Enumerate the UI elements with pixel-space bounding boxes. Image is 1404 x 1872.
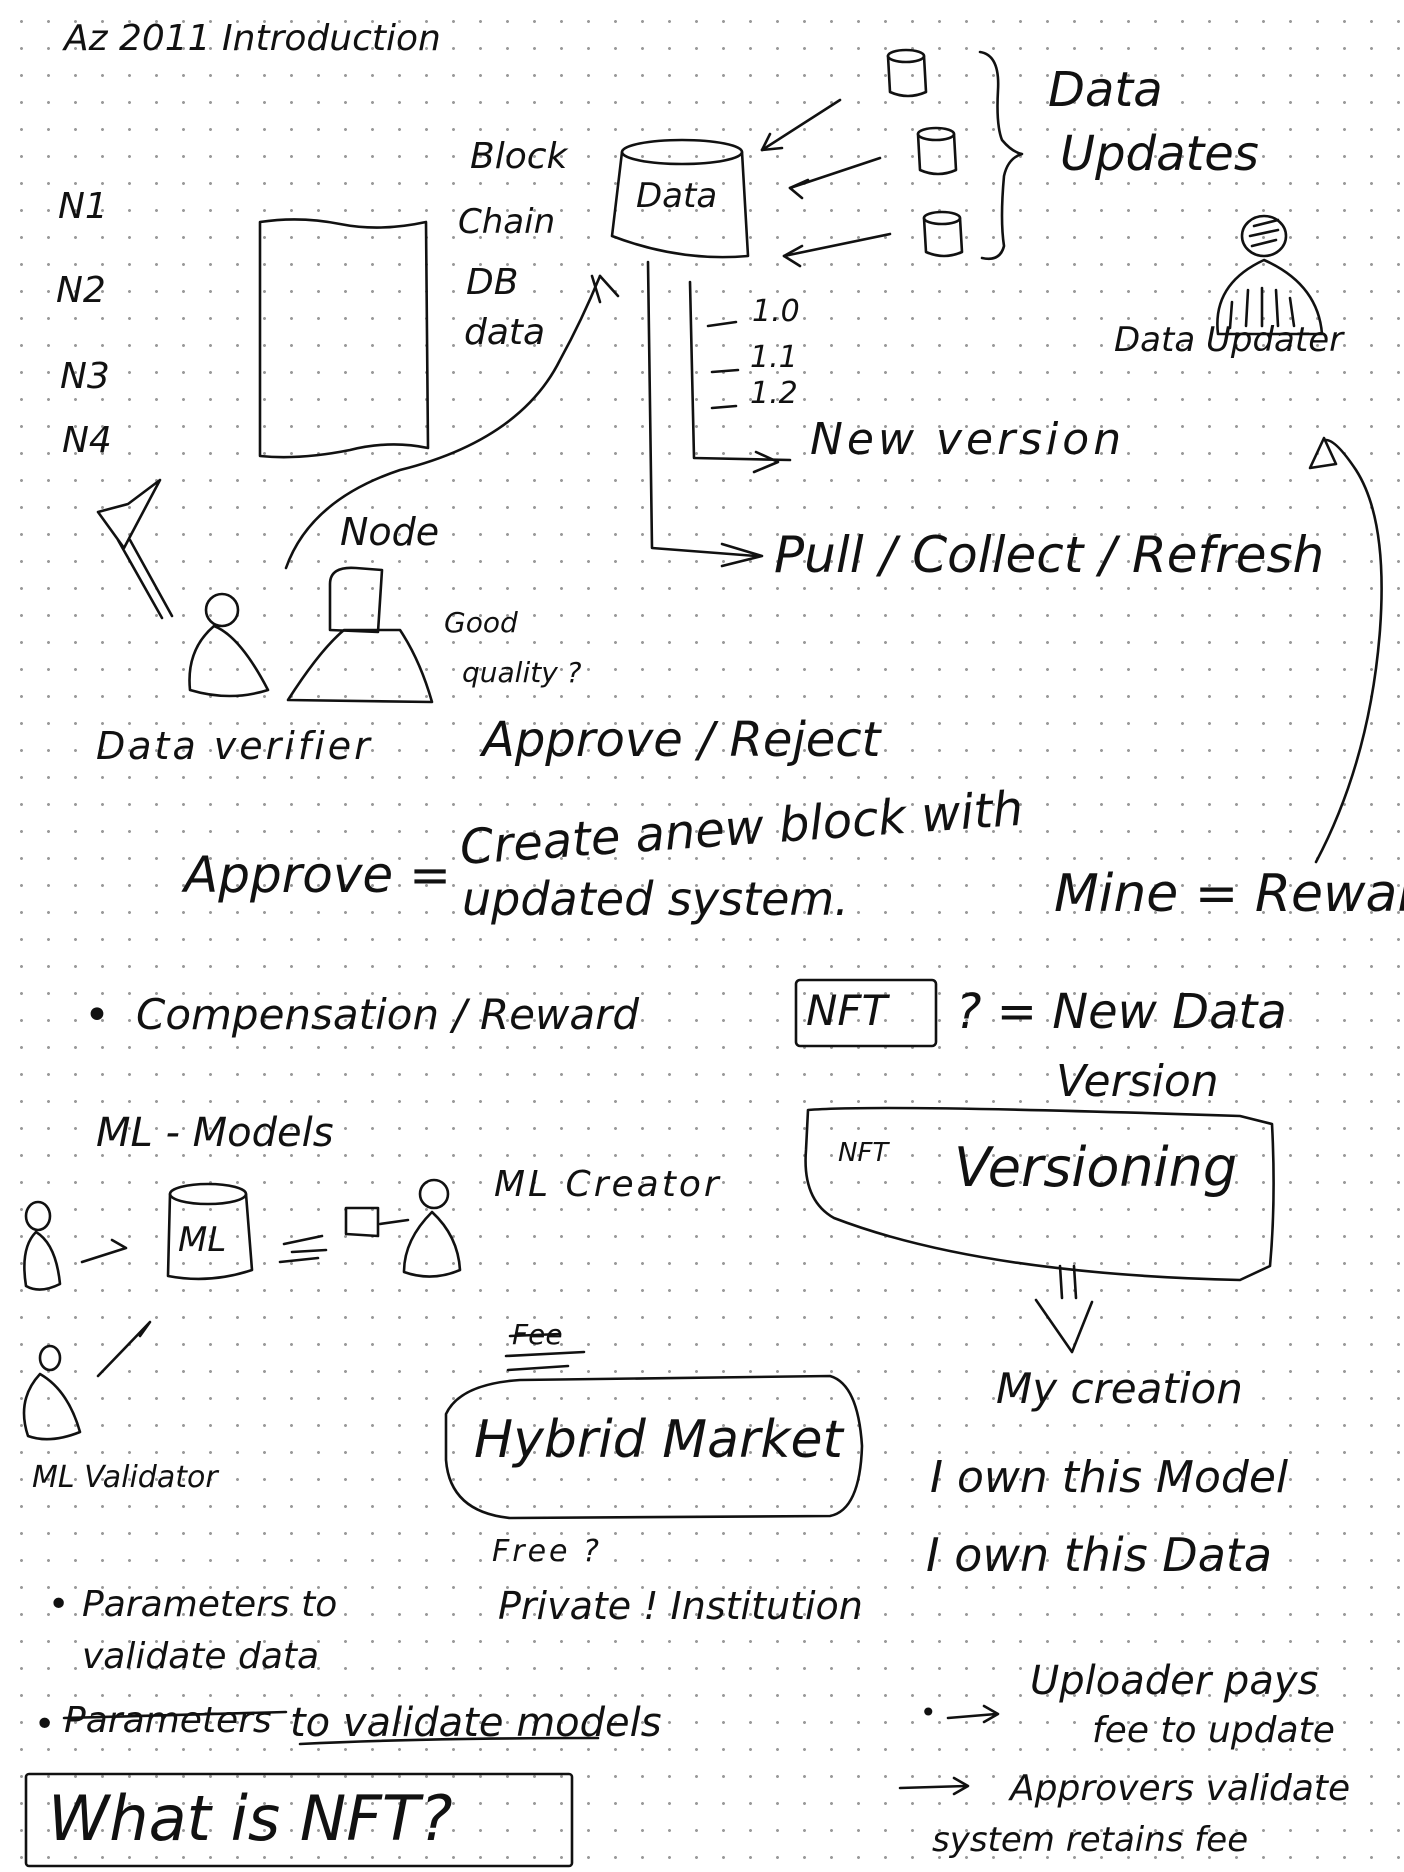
data-updates-brace <box>978 50 1024 261</box>
approve-to-updater-arrow <box>1314 438 1383 864</box>
mine-reward-label: Mine = Reward <box>1054 864 1404 924</box>
ml-validator-label: ML Validator <box>32 1460 218 1495</box>
data-updater-label: Data Updater <box>1114 320 1344 360</box>
hybrid-market-label: Hybrid Market <box>474 1410 843 1470</box>
update-cylinder-3 <box>922 210 964 258</box>
pull-arrow <box>646 260 758 558</box>
versioning-down-arrow <box>1034 1264 1094 1354</box>
approvers-line-2: system retains fee <box>932 1820 1249 1860</box>
approve-text-line-2: updated system. <box>462 872 849 926</box>
ml-diagram <box>23 1178 462 1291</box>
nft-new-data-label: ? = New Data <box>956 984 1287 1040</box>
fee-label: Fee <box>512 1318 563 1351</box>
own-data-label: I own this Data <box>926 1528 1273 1582</box>
data-verifier-person <box>96 478 270 698</box>
update-cylinder-2 <box>916 126 958 176</box>
params-data-bullet: • <box>48 1584 70 1625</box>
compensation-bullet: • <box>84 990 110 1041</box>
params-models-bullet: • <box>34 1704 56 1745</box>
page-title: Az 2011 Introduction <box>64 18 441 59</box>
approve-reject-label: Approve / Reject <box>482 712 881 768</box>
nft-box-label: NFT <box>806 986 888 1035</box>
blockchain-label-3: DB <box>466 262 519 303</box>
node-label-2: N2 <box>56 270 106 311</box>
node-label-3: N3 <box>60 356 110 397</box>
data-verifier-label: Data verifier <box>96 724 373 768</box>
version-1-0: 1.0 <box>752 294 800 329</box>
version-tree <box>688 280 792 462</box>
node-person <box>286 566 434 704</box>
node-label-4: N4 <box>62 420 112 461</box>
own-model-label: I own this Model <box>930 1452 1289 1503</box>
private-institution-label: Private ! Institution <box>498 1584 863 1628</box>
new-version-label: New version <box>810 414 1126 465</box>
blockchain-label-4: data <box>464 312 546 353</box>
fee-strikes <box>504 1332 586 1372</box>
ml-validator-person <box>22 1320 152 1441</box>
nft-versioning-box <box>804 1106 1275 1282</box>
nft-version-label: Version <box>1056 1056 1219 1107</box>
data-updater-person <box>1216 214 1324 336</box>
data-updates-label-2: Updates <box>1060 126 1259 182</box>
update-arrows <box>760 98 892 268</box>
ml-models-title: ML - Models <box>96 1110 334 1156</box>
approvers-line-1: Approvers validate <box>1010 1768 1351 1809</box>
blockchain-rectangle <box>258 218 430 459</box>
parameters-strike <box>62 1710 288 1720</box>
my-creation-label: My creation <box>996 1364 1243 1413</box>
what-is-nft-box <box>24 1772 574 1868</box>
update-cylinder-1 <box>886 48 928 98</box>
good-quality-label-1: Good <box>444 606 518 639</box>
free-label: Free ? <box>492 1534 602 1569</box>
params-data-line-2: validate data <box>82 1636 320 1677</box>
data-cylinder-label: Data <box>636 176 718 216</box>
node-label: Node <box>340 510 440 554</box>
approve-prefix: Approve = <box>184 846 451 904</box>
good-quality-label-2: quality ? <box>462 656 582 689</box>
uploader-line-1: Uploader pays <box>1030 1658 1319 1704</box>
what-is-nft-label: What is NFT? <box>48 1782 453 1855</box>
nft-box <box>794 978 938 1048</box>
ml-cylinder-label: ML <box>178 1220 227 1260</box>
compensation-label: Compensation / Reward <box>136 990 640 1039</box>
nft-versioning-small-label: NFT <box>838 1138 889 1168</box>
uploader-arrow <box>946 1704 1000 1724</box>
approvers-arrow <box>898 1776 970 1796</box>
version-1-2: 1.2 <box>750 376 798 411</box>
pull-collect-refresh-label: Pull / Collect / Refresh <box>774 526 1325 584</box>
version-1-1: 1.1 <box>750 340 798 375</box>
params-data-line-1: Parameters to <box>82 1584 338 1625</box>
params-models-rest: to validate models <box>290 1700 662 1746</box>
data-updates-label-1: Data <box>1048 62 1163 118</box>
data-cylinder <box>610 138 750 259</box>
uploader-line-2: fee to update <box>1092 1710 1335 1751</box>
blockchain-label-2: Chain <box>458 202 556 242</box>
params-models-struck: Parameters <box>64 1700 272 1741</box>
node-label-1: N1 <box>58 186 108 227</box>
blockchain-label-1: Block <box>470 136 568 177</box>
hybrid-market-box <box>444 1374 864 1520</box>
node-to-data-curve <box>284 274 602 570</box>
uploader-bullet: • <box>920 1696 937 1729</box>
nft-versioning-label: Versioning <box>954 1136 1238 1199</box>
ml-creator-label: ML Creator <box>494 1164 722 1205</box>
